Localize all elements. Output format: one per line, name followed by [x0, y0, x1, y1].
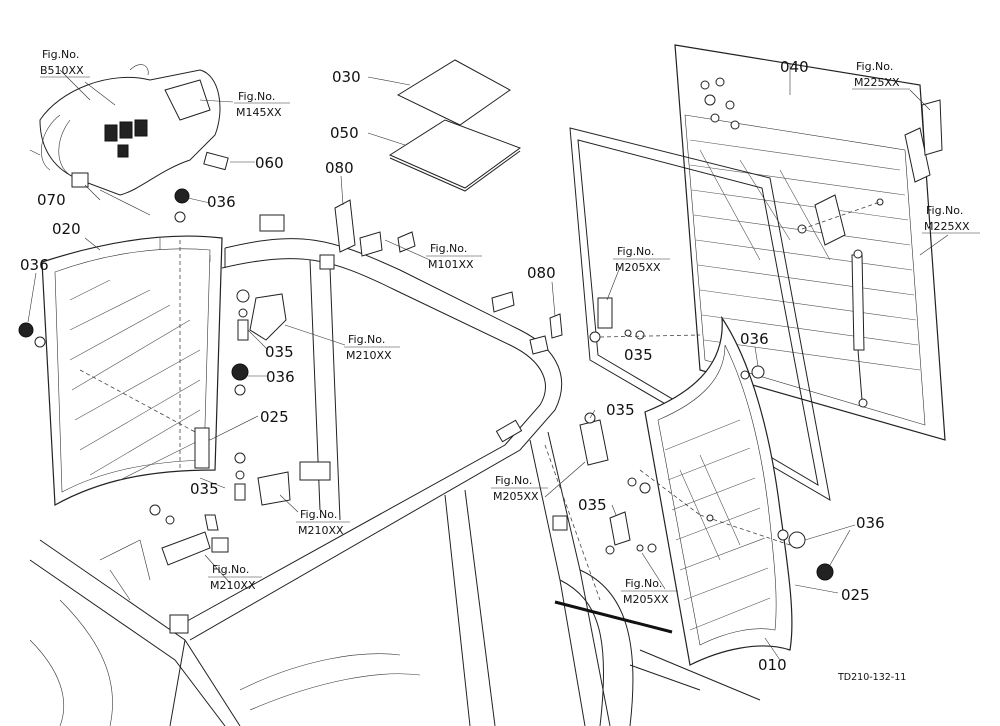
- svg-text:Fig.No.: Fig.No.: [856, 60, 893, 73]
- svg-text:M205XX: M205XX: [623, 593, 669, 606]
- label-036-e: 036: [856, 514, 885, 532]
- label-036-d: 036: [740, 330, 769, 348]
- figref-m210-upper: Fig.No. M210XX: [344, 333, 400, 362]
- svg-text:M225XX: M225XX: [924, 220, 970, 233]
- control-console: [29, 64, 229, 216]
- left-side-window: [41, 235, 223, 506]
- svg-text:M210XX: M210XX: [346, 349, 392, 362]
- svg-text:Fig.No.: Fig.No.: [430, 242, 467, 255]
- svg-text:M210XX: M210XX: [298, 524, 344, 537]
- label-035-d: 035: [606, 401, 635, 419]
- svg-text:Fig.No.: Fig.No.: [348, 333, 385, 346]
- label-025-left: 025: [260, 408, 289, 426]
- label-036-a: 036: [207, 193, 236, 211]
- label-080-a: 080: [325, 159, 354, 177]
- figref-m205-middle: Fig.No. M205XX: [491, 474, 548, 503]
- label-025-right: 025: [841, 586, 870, 604]
- svg-text:Fig.No.: Fig.No.: [926, 204, 963, 217]
- figure-references: Fig.No. B510XX Fig.No. M145XX Fig.No. M1…: [40, 48, 980, 606]
- manual-sheets: [388, 59, 522, 192]
- svg-text:Fig.No.: Fig.No.: [212, 563, 249, 576]
- label-035-e: 035: [578, 496, 607, 514]
- label-070: 070: [37, 191, 66, 209]
- hardware: [18, 188, 834, 581]
- item-labels: 010 020 025 025 030 035 035 035 035 035 …: [20, 58, 885, 674]
- label-036-c: 036: [266, 368, 295, 386]
- cab-frame: [29, 214, 761, 726]
- figref-m210-middle: Fig.No. M210XX: [296, 508, 350, 537]
- svg-text:M101XX: M101XX: [428, 258, 474, 271]
- svg-text:Fig.No.: Fig.No.: [300, 508, 337, 521]
- figref-b510: Fig.No. B510XX: [40, 48, 90, 78]
- label-030: 030: [332, 68, 361, 86]
- label-035-c: 035: [624, 346, 653, 364]
- label-036-b: 036: [20, 256, 49, 274]
- figref-m225-right: Fig.No. M225XX: [922, 204, 980, 234]
- figref-m145: Fig.No. M145XX: [234, 90, 290, 119]
- svg-text:M210XX: M210XX: [210, 579, 256, 592]
- right-door-window: [639, 315, 793, 666]
- leader-lines: [27, 64, 949, 661]
- label-020: 020: [52, 220, 81, 238]
- svg-text:M205XX: M205XX: [493, 490, 539, 503]
- figref-m225-top: Fig.No. M225XX: [852, 60, 910, 90]
- rear-window-frame: [569, 127, 831, 501]
- svg-text:Fig.No.: Fig.No.: [42, 48, 79, 61]
- label-035-a: 035: [265, 343, 294, 361]
- rear-window: [674, 44, 946, 441]
- label-010: 010: [758, 656, 787, 674]
- label-050: 050: [330, 124, 359, 142]
- figref-m205-upper: Fig.No. M205XX: [613, 245, 670, 274]
- svg-text:Fig.No.: Fig.No.: [617, 245, 654, 258]
- svg-text:Fig.No.: Fig.No.: [625, 577, 662, 590]
- label-040: 040: [780, 58, 809, 76]
- svg-text:M145XX: M145XX: [236, 106, 282, 119]
- label-080-b: 080: [527, 264, 556, 282]
- svg-text:Fig.No.: Fig.No.: [238, 90, 275, 103]
- figref-m210-lower: Fig.No. M210XX: [208, 563, 262, 592]
- label-035-b: 035: [190, 480, 219, 498]
- figref-m101: Fig.No. M101XX: [426, 242, 482, 271]
- drawing-code: TD210-132-11: [837, 672, 906, 683]
- svg-text:M225XX: M225XX: [854, 76, 900, 89]
- svg-text:Fig.No.: Fig.No.: [495, 474, 532, 487]
- figref-m205-lower: Fig.No. M205XX: [621, 577, 678, 606]
- svg-text:B510XX: B510XX: [40, 64, 84, 77]
- label-060: 060: [255, 154, 284, 172]
- svg-text:M205XX: M205XX: [615, 261, 661, 274]
